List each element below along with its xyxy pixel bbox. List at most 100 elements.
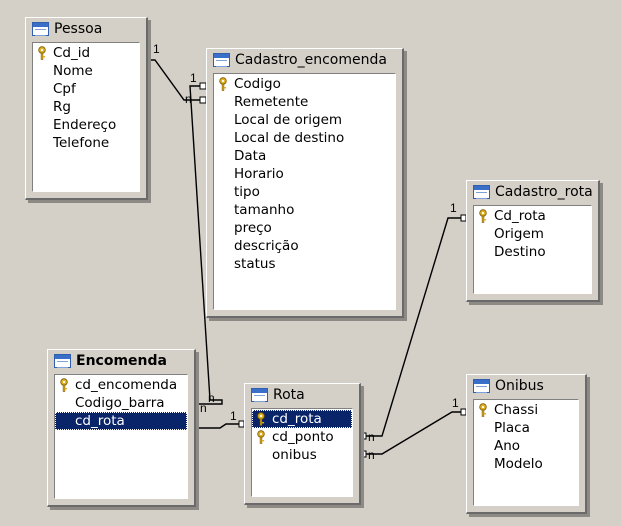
- field-row[interactable]: descrição: [214, 237, 395, 255]
- field-list[interactable]: Cd_rota Origem Destino: [473, 205, 592, 294]
- field-row[interactable]: Remetente: [214, 93, 395, 111]
- field-name: status: [234, 256, 275, 272]
- key-icon: [477, 209, 489, 223]
- field-row[interactable]: Endereço: [33, 116, 139, 134]
- table-header[interactable]: Rota: [245, 384, 359, 406]
- field-name: cd_encomenda: [75, 377, 177, 393]
- table-icon: [213, 53, 230, 67]
- cardinality-label: n: [368, 448, 375, 462]
- field-row[interactable]: Horario: [214, 165, 395, 183]
- field-row[interactable]: Placa: [474, 419, 578, 437]
- field-row-selected[interactable]: cd_rota: [55, 412, 187, 430]
- field-name: Cd_rota: [494, 208, 546, 224]
- field-list[interactable]: cd_encomenda Codigo_barra cd_rota: [54, 374, 188, 499]
- table-cadastro-rota[interactable]: Cadastro_rota Cd_rota Origem Destino: [466, 180, 600, 302]
- field-name: tipo: [234, 184, 260, 200]
- cardinality-label: n: [200, 401, 207, 415]
- field-name: Origem: [494, 226, 544, 242]
- field-name: Data: [234, 148, 266, 164]
- field-row[interactable]: Cpf: [33, 80, 139, 98]
- field-name: cd_rota: [75, 413, 125, 429]
- field-row[interactable]: Local de destino: [214, 129, 395, 147]
- field-name: Destino: [494, 244, 546, 260]
- field-name: cd_rota: [272, 411, 322, 427]
- field-row[interactable]: tamanho: [214, 201, 395, 219]
- table-title: Cadastro_rota: [495, 184, 593, 200]
- table-rota[interactable]: Rota cd_rota cd_ponto onibus: [244, 383, 361, 505]
- field-row[interactable]: Data: [214, 147, 395, 165]
- field-name: Local de origem: [234, 112, 342, 128]
- key-icon: [255, 430, 267, 444]
- field-row[interactable]: Origem: [474, 225, 591, 243]
- key-icon: [58, 378, 70, 392]
- table-pessoa[interactable]: Pessoa Cd_id Nome Cpf Rg Endereço Telefo…: [25, 17, 148, 200]
- connector-port: [361, 451, 366, 457]
- field-row[interactable]: Chassi: [474, 401, 578, 419]
- table-title: Rota: [273, 387, 305, 403]
- key-icon: [255, 412, 267, 426]
- key-icon: [477, 403, 489, 417]
- table-encomenda[interactable]: Encomenda cd_encomenda Codigo_barra cd_r…: [47, 349, 196, 507]
- field-row[interactable]: tipo: [214, 183, 395, 201]
- field-list[interactable]: cd_rota cd_ponto onibus: [251, 408, 353, 497]
- table-header[interactable]: Encomenda: [48, 350, 194, 372]
- table-icon: [473, 185, 490, 199]
- key-icon: [36, 46, 48, 60]
- field-row[interactable]: Nome: [33, 62, 139, 80]
- cardinality-label: 1: [153, 42, 160, 56]
- relationship-line: [148, 60, 206, 100]
- field-row[interactable]: Codigo: [214, 75, 395, 93]
- field-list[interactable]: Chassi Placa Ano Modelo: [473, 399, 579, 506]
- cardinality-label: 1: [450, 201, 457, 215]
- field-row[interactable]: Destino: [474, 243, 591, 261]
- connector-port: [361, 433, 366, 439]
- field-row[interactable]: Rg: [33, 98, 139, 116]
- relationship-line: [366, 412, 466, 454]
- table-header[interactable]: Cadastro_encomenda: [207, 49, 402, 71]
- field-row[interactable]: status: [214, 255, 395, 273]
- field-name: Cd_id: [53, 45, 90, 61]
- field-row[interactable]: Ano: [474, 437, 578, 455]
- field-row[interactable]: Cd_rota: [474, 207, 591, 225]
- table-title: Cadastro_encomenda: [235, 52, 387, 68]
- cardinality-label: n: [368, 430, 375, 444]
- field-name: preço: [234, 220, 272, 236]
- field-name: descrição: [234, 238, 299, 254]
- field-name: Local de destino: [234, 130, 344, 146]
- field-name: Remetente: [234, 94, 308, 110]
- table-header[interactable]: Onibus: [467, 375, 585, 397]
- field-row-selected[interactable]: cd_rota: [252, 410, 352, 428]
- table-title: Encomenda: [76, 353, 167, 369]
- field-name: cd_ponto: [272, 429, 334, 445]
- cardinality-label: n: [185, 92, 192, 106]
- field-name: Codigo_barra: [75, 395, 165, 411]
- field-row[interactable]: Codigo_barra: [55, 394, 187, 412]
- table-title: Onibus: [495, 378, 544, 394]
- table-header[interactable]: Pessoa: [26, 18, 146, 40]
- table-icon: [251, 388, 268, 402]
- cardinality-label: 1: [190, 71, 197, 85]
- field-name: Chassi: [494, 402, 538, 418]
- field-name: Endereço: [53, 117, 116, 133]
- field-name: Telefone: [53, 135, 109, 151]
- table-cadastro-encomenda[interactable]: Cadastro_encomenda Codigo Remetente Loca…: [206, 48, 404, 318]
- field-row[interactable]: Local de origem: [214, 111, 395, 129]
- table-icon: [54, 354, 71, 368]
- table-title: Pessoa: [54, 21, 102, 37]
- field-list[interactable]: Cd_id Nome Cpf Rg Endereço Telefone: [32, 42, 140, 192]
- field-name: Nome: [53, 63, 93, 79]
- field-row[interactable]: Cd_id: [33, 44, 139, 62]
- field-row[interactable]: cd_encomenda: [55, 376, 187, 394]
- field-list[interactable]: Codigo Remetente Local de origem Local d…: [213, 73, 396, 310]
- field-row[interactable]: Modelo: [474, 455, 578, 473]
- field-row[interactable]: onibus: [252, 446, 352, 464]
- field-row[interactable]: Telefone: [33, 134, 139, 152]
- field-row[interactable]: cd_ponto: [252, 428, 352, 446]
- table-header[interactable]: Cadastro_rota: [467, 181, 598, 203]
- field-row[interactable]: preço: [214, 219, 395, 237]
- table-onibus[interactable]: Onibus Chassi Placa Ano Modelo: [466, 374, 587, 514]
- key-icon: [217, 77, 229, 91]
- relationship-line: [196, 424, 244, 428]
- cardinality-label: n: [208, 391, 215, 405]
